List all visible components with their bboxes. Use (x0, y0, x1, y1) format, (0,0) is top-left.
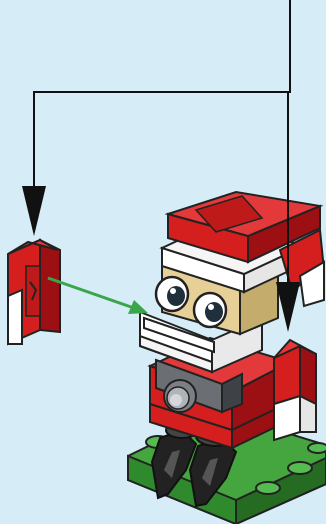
small-red-brick-piece (8, 240, 60, 344)
santa-claus-brick-model (140, 192, 324, 448)
right-eye (194, 293, 226, 327)
down-arrow-to-arm-piece (276, 282, 300, 332)
left-eye (156, 277, 188, 311)
arm-red-brick-piece (274, 340, 316, 440)
belt-buckle (164, 380, 196, 412)
down-arrow-to-small-piece (22, 186, 46, 236)
green-attach-arrow (48, 278, 148, 314)
